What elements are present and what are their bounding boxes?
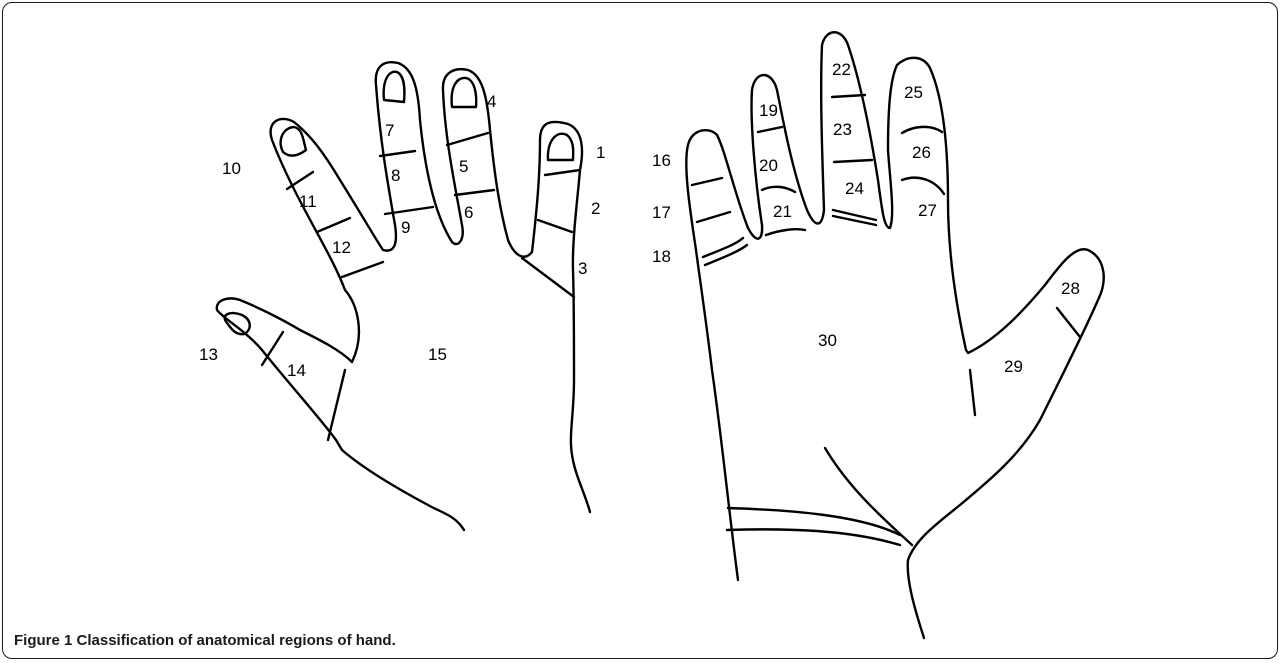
- region-label: 27: [918, 201, 937, 220]
- left-thumb-base: [328, 370, 345, 440]
- region-label: 26: [912, 143, 931, 162]
- region-label: 7: [385, 121, 394, 140]
- right-little-crease-3a: [703, 238, 743, 257]
- left-hand: [217, 62, 590, 530]
- region-label: 14: [287, 361, 306, 380]
- region-label: 5: [459, 157, 468, 176]
- left-index-crease-2: [538, 220, 572, 232]
- region-label: 21: [773, 202, 792, 221]
- left-index-base: [522, 258, 574, 297]
- region-label: 4: [487, 92, 496, 111]
- region-label: 22: [832, 60, 851, 79]
- right-index-crease-1: [902, 127, 942, 133]
- region-label: 29: [1004, 357, 1023, 376]
- right-wrist-line-2: [727, 529, 900, 545]
- right-ring-crease-3: [766, 229, 805, 235]
- right-ring-crease-1: [758, 127, 782, 132]
- region-label: 11: [299, 192, 317, 211]
- right-middle-crease-2: [834, 160, 872, 162]
- left-little-crease-2: [317, 218, 350, 232]
- region-label: 3: [578, 259, 587, 278]
- region-label: 18: [652, 247, 671, 266]
- left-thumb-crease: [262, 332, 283, 365]
- region-label: 15: [428, 345, 447, 364]
- left-ring-crease-1: [380, 151, 415, 156]
- right-hand: [686, 32, 1103, 638]
- region-label: 24: [845, 179, 864, 198]
- left-index-crease-1: [545, 170, 580, 175]
- right-hand-outline: [686, 32, 1103, 638]
- region-label: 12: [332, 238, 351, 257]
- left-nail-little: [281, 127, 306, 156]
- right-palm-crease: [825, 448, 912, 545]
- right-ring-crease-2: [762, 187, 795, 192]
- right-thumb-crease: [1057, 308, 1080, 337]
- region-label: 9: [401, 218, 410, 237]
- left-middle-crease-2: [455, 190, 494, 195]
- right-little-crease-1: [692, 178, 722, 185]
- region-label: 25: [904, 83, 923, 102]
- region-label: 16: [652, 151, 671, 170]
- region-label: 20: [759, 156, 778, 175]
- region-label: 1: [596, 143, 605, 162]
- region-label: 2: [591, 199, 600, 218]
- left-hand-outline: [217, 62, 590, 530]
- right-little-crease-2: [697, 212, 730, 222]
- region-label: 17: [652, 203, 671, 222]
- region-label: 6: [464, 203, 473, 222]
- left-nail-index: [548, 134, 573, 160]
- left-middle-crease-1: [447, 133, 488, 145]
- figure-caption: Figure 1 Classification of anatomical re…: [14, 632, 396, 649]
- region-label: 23: [833, 120, 852, 139]
- left-nail-ring: [384, 72, 405, 102]
- figure-caption-text: Classification of anatomical regions of …: [77, 632, 396, 649]
- right-thumb-base: [970, 370, 975, 415]
- region-label: 19: [759, 101, 778, 120]
- right-index-crease-2: [902, 178, 944, 194]
- left-little-crease-3: [342, 262, 383, 277]
- left-nail-middle: [452, 78, 477, 107]
- right-middle-crease-1: [832, 95, 865, 97]
- region-label: 13: [199, 345, 218, 364]
- region-label: 8: [391, 166, 400, 185]
- region-label: 30: [818, 331, 837, 350]
- figure-caption-label: Figure 1: [14, 632, 72, 649]
- left-nail-thumb: [225, 313, 250, 334]
- region-label: 10: [222, 159, 241, 178]
- region-label: 28: [1061, 279, 1080, 298]
